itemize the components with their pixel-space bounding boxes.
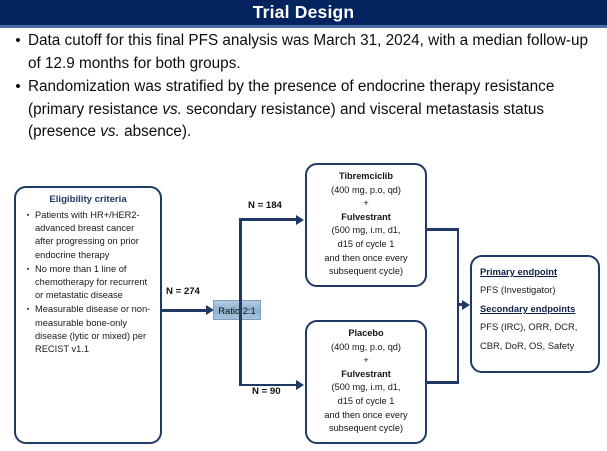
bullet-1-line-2: median follow-up of 12.9 months for both… <box>28 32 589 72</box>
bullet-dot-icon: • <box>15 78 21 95</box>
arm-drug-dose: d15 of cycle 1 <box>337 395 395 406</box>
arm-drug-dose: (400 mg, p.o, qd) <box>331 184 401 195</box>
bullet-dot-icon: ▪ <box>26 306 30 314</box>
label-enrolled-n: N = 274 <box>166 286 200 297</box>
bullet-2-italic-2: vs. <box>100 123 120 140</box>
arm-plus-sign: + <box>363 198 369 209</box>
connector-arm-bottom-arrowhead <box>296 380 304 390</box>
connector-endpoints-arrowhead <box>462 299 470 310</box>
secondary-endpoint-heading: Secondary endpoints <box>480 303 576 314</box>
label-arm-top-n: N = 184 <box>248 200 282 211</box>
arm-drug-dose: and then once every <box>324 409 408 420</box>
primary-endpoint-text: PFS (Investigator) <box>480 284 556 295</box>
connector-enrolled-line <box>162 309 210 312</box>
arm-drug-dose: (400 mg, p.o, qd) <box>331 341 401 352</box>
bullet-dot-icon: • <box>15 32 21 49</box>
randomization-ratio-label: Ratio 2:1 <box>218 304 256 316</box>
bullet-item-1: • Data cutoff for this final PFS analysi… <box>8 30 602 75</box>
arm-drug-dose: (500 mg, i.m, d1, <box>331 382 401 393</box>
connector-arm-top-arrowhead <box>296 214 304 225</box>
connector-arm-bottom-line <box>239 383 299 386</box>
arm-drug-name: Fulvestrant <box>341 211 391 222</box>
endpoints-box: Primary endpoint PFS (Investigator) Seco… <box>470 255 600 373</box>
arm-drug-name: Fulvestrant <box>341 368 391 379</box>
bullet-2-segment-2: secondary resistance) and visceral metas… <box>28 100 545 141</box>
eligibility-item-text: Patients with HR+/HER2- advanced breast … <box>35 210 140 260</box>
connector-split-lower-vertical <box>239 309 242 386</box>
arm-plus-sign: + <box>363 355 369 366</box>
label-arm-bottom-n: N = 90 <box>252 386 281 397</box>
connector-split-upper-vertical <box>239 218 242 312</box>
arm-drug-dose: subsequent cycle) <box>328 266 404 277</box>
bullet-dot-icon: ▪ <box>26 265 30 273</box>
bullet-2-segment-3: absence). <box>119 123 192 140</box>
connector-enrolled-arrowhead <box>206 305 214 315</box>
connector-merge-bottom-line <box>427 381 459 384</box>
randomization-ratio-node: Ratio 2:1 <box>213 300 261 320</box>
bullet-text-2: Randomization was stratified by the pres… <box>28 76 602 144</box>
slide-bullet-list: • Data cutoff for this final PFS analysi… <box>8 30 602 145</box>
connector-merge-top-line <box>427 228 459 231</box>
arm-drug-dose: (500 mg, i.m, d1, <box>331 225 401 236</box>
eligibility-item-text: Measurable disease or non-measurable bon… <box>35 304 151 355</box>
page-title: Trial Design <box>252 2 355 22</box>
arm-drug-dose: and then once every <box>324 252 408 263</box>
eligibility-item-text: No more than 1 line of chemotherapy for … <box>35 263 148 301</box>
secondary-endpoint-line-1: PFS (IRC), ORR, DCR, <box>480 321 578 332</box>
eligibility-item: ▪ Patients with HR+/HER2- advanced breas… <box>21 209 155 262</box>
bullet-item-2: • Randomization was stratified by the pr… <box>8 76 602 144</box>
slide-title-bar: Trial Design <box>0 0 607 25</box>
treatment-arm-tibremciclib-box: Tibremciclib (400 mg, p.o, qd) + Fulvest… <box>305 163 427 287</box>
bullet-2-segment-1: Randomization was stratified by the pres… <box>28 78 555 118</box>
title-divider <box>0 25 607 28</box>
bullet-dot-icon: ▪ <box>26 212 30 219</box>
connector-arm-top-line <box>239 218 299 221</box>
arm-drug-dose: subsequent cycle) <box>328 423 404 434</box>
secondary-endpoint-line-2: CBR, DoR, OS, Safety <box>480 340 575 351</box>
arm-drug-dose: d15 of cycle 1 <box>337 238 395 249</box>
arm-drug-name: Tibremciclib <box>339 171 393 181</box>
eligibility-item: ▪ Measurable disease or non-measurable b… <box>21 303 155 356</box>
connector-endpoints-line <box>456 303 466 306</box>
eligibility-criteria-box: Eligibility criteria ▪ Patients with HR+… <box>14 186 162 444</box>
arm-drug-name: Placebo <box>348 328 384 338</box>
eligibility-title: Eligibility criteria <box>49 194 127 205</box>
primary-endpoint-heading: Primary endpoint <box>480 266 558 277</box>
eligibility-item: ▪ No more than 1 line of chemotherapy fo… <box>21 263 155 303</box>
connector-merge-vertical <box>456 228 459 383</box>
bullet-1-line-1: Data cutoff for this final PFS analysis … <box>28 32 469 49</box>
bullet-text-1: Data cutoff for this final PFS analysis … <box>28 30 602 75</box>
treatment-arm-placebo-box: Placebo (400 mg, p.o, qd) + Fulvestrant … <box>305 320 427 444</box>
bullet-2-italic-1: vs. <box>162 100 182 118</box>
